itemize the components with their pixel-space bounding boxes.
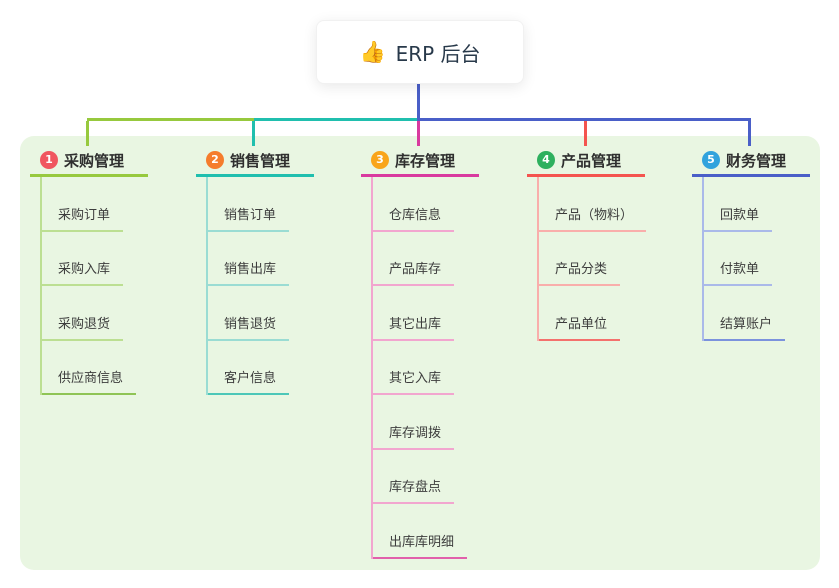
child-label: 采购入库 (40, 258, 124, 286)
branch-number-badge: 4 (537, 151, 555, 169)
branch-node: 3 库存管理 仓库信息产品库存其它出库其它入库库存调拨库存盘点出库库明细 (361, 146, 479, 559)
child-node[interactable]: 销售出库 (206, 232, 314, 286)
tree-connector-line (417, 118, 751, 121)
branch-children: 采购订单采购入库采购退货供应商信息 (40, 177, 148, 395)
branch-children: 销售订单销售出库销售退货客户信息 (206, 177, 314, 395)
branch-connector-line (748, 121, 751, 146)
branch-label: 销售管理 (230, 151, 291, 170)
branch-node: 5 财务管理 回款单付款单结算账户 (692, 146, 810, 341)
child-label: 销售出库 (206, 258, 290, 286)
child-label: 其它入库 (371, 367, 455, 395)
branch-header[interactable]: 3 库存管理 (361, 146, 479, 177)
child-label: 供应商信息 (40, 367, 137, 395)
child-node[interactable]: 产品（物料） (537, 177, 647, 232)
child-node[interactable]: 产品分类 (537, 232, 645, 286)
branch-connector-line (584, 121, 587, 146)
child-label: 仓库信息 (371, 204, 455, 232)
children-connector-line (40, 177, 42, 395)
children-connector-line (537, 177, 539, 341)
branch-children: 产品（物料） 产品分类产品单位 (537, 177, 647, 341)
branch-number-badge: 1 (40, 151, 58, 169)
child-node[interactable]: 销售订单 (206, 177, 314, 232)
child-label: 出库库明细 (371, 531, 468, 559)
child-label: 其它出库 (371, 313, 455, 341)
branch-node: 4 产品管理 产品（物料） 产品分类产品单位 (527, 146, 647, 341)
child-label: 付款单 (702, 258, 773, 286)
child-node[interactable]: 产品单位 (537, 286, 645, 341)
child-label: 产品单位 (537, 313, 621, 341)
branch-header[interactable]: 5 财务管理 (692, 146, 810, 177)
branch-label: 财务管理 (726, 151, 787, 170)
child-node[interactable]: 产品库存 (371, 232, 479, 286)
branches-panel (20, 136, 820, 570)
children-connector-line (702, 177, 704, 341)
branch-number-badge: 5 (702, 151, 720, 169)
child-node[interactable]: 回款单 (702, 177, 810, 232)
children-connector-line (371, 177, 373, 559)
branch-connector-line (86, 121, 89, 146)
child-node[interactable]: 供应商信息 (40, 341, 148, 395)
branch-connector-line (252, 121, 255, 146)
child-node[interactable]: 结算账户 (702, 286, 810, 341)
branch-number-badge: 2 (206, 151, 224, 169)
branch-label: 采购管理 (64, 151, 125, 170)
root-label: ERP 后台 (395, 41, 481, 66)
tree-connector-line (87, 118, 254, 121)
child-label: 结算账户 (702, 313, 786, 341)
root-node[interactable]: 👍 ERP 后台 (316, 20, 524, 84)
branch-header[interactable]: 2 销售管理 (196, 146, 314, 177)
child-label: 销售退货 (206, 313, 290, 341)
root-connector-line (417, 82, 420, 121)
child-node[interactable]: 库存盘点 (371, 450, 479, 504)
branch-node: 1 采购管理 采购订单采购入库采购退货供应商信息 (30, 146, 148, 395)
child-node[interactable]: 销售退货 (206, 286, 314, 341)
branch-node: 2 销售管理 销售订单销售出库销售退货客户信息 (196, 146, 314, 395)
children-connector-line (206, 177, 208, 395)
child-node[interactable]: 采购退货 (40, 286, 148, 341)
child-label: 采购订单 (40, 204, 124, 232)
child-label: 客户信息 (206, 367, 290, 395)
child-label: 产品（物料） (537, 204, 647, 232)
branch-header[interactable]: 1 采购管理 (30, 146, 148, 177)
child-label: 销售订单 (206, 204, 290, 232)
branch-header[interactable]: 4 产品管理 (527, 146, 645, 177)
child-label: 产品分类 (537, 258, 621, 286)
branch-connector-line (417, 121, 420, 146)
child-node[interactable]: 出库库明细 (371, 504, 479, 559)
child-node[interactable]: 付款单 (702, 232, 810, 286)
child-label: 库存调拨 (371, 422, 455, 450)
child-node[interactable]: 库存调拨 (371, 395, 479, 450)
child-label: 采购退货 (40, 313, 124, 341)
thumbs-up-icon: 👍 (359, 39, 386, 64)
child-node[interactable]: 采购入库 (40, 232, 148, 286)
branch-label: 库存管理 (395, 151, 456, 170)
child-node[interactable]: 其它出库 (371, 286, 479, 341)
branch-children: 仓库信息产品库存其它出库其它入库库存调拨库存盘点出库库明细 (371, 177, 479, 559)
child-label: 回款单 (702, 204, 773, 232)
child-node[interactable]: 仓库信息 (371, 177, 479, 232)
branch-children: 回款单付款单结算账户 (702, 177, 810, 341)
branch-label: 产品管理 (561, 151, 622, 170)
child-label: 库存盘点 (371, 476, 455, 504)
branch-number-badge: 3 (371, 151, 389, 169)
child-node[interactable]: 客户信息 (206, 341, 314, 395)
child-node[interactable]: 其它入库 (371, 341, 479, 395)
child-label: 产品库存 (371, 258, 455, 286)
child-node[interactable]: 采购订单 (40, 177, 148, 232)
tree-connector-line (254, 118, 418, 121)
